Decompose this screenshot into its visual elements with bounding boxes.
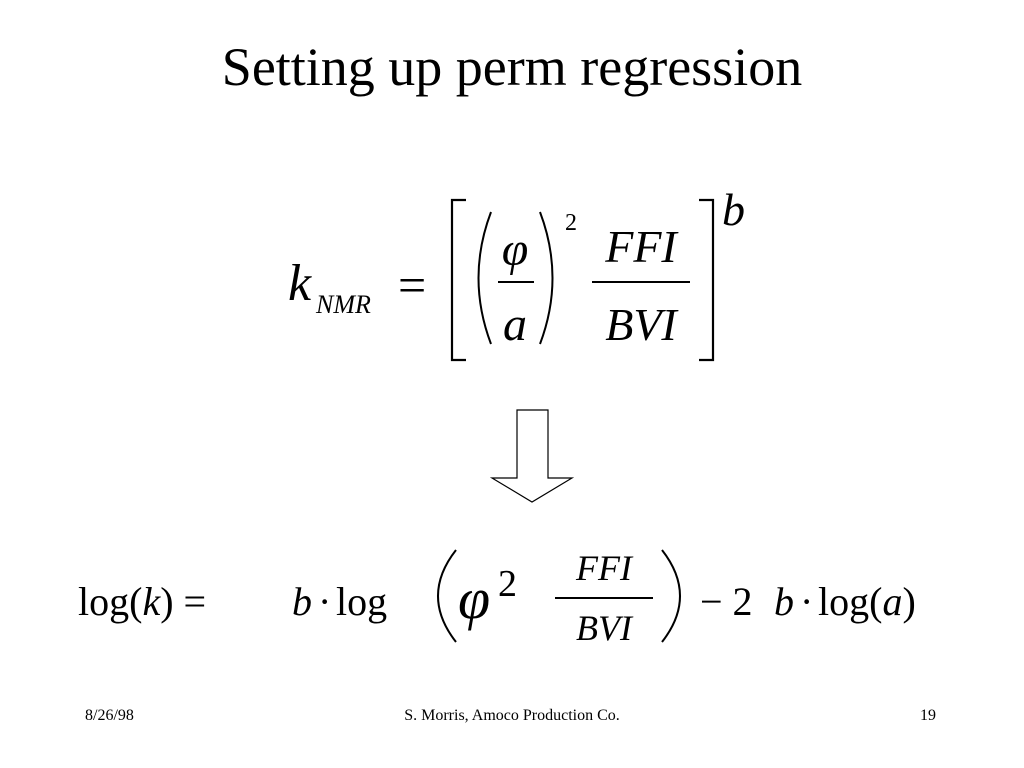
k-variable-2: k <box>142 579 161 624</box>
log-k-term: log(k) = <box>78 579 206 624</box>
dot-operator-2: · <box>800 579 813 624</box>
b-exponent: b <box>722 184 745 235</box>
left-paren-2 <box>437 549 457 643</box>
phi-symbol-2: φ <box>458 566 490 631</box>
square-exponent: 2 <box>565 210 577 236</box>
phi-symbol: φ <box>502 223 529 276</box>
a-variable-2: a <box>882 579 902 624</box>
footer-page-number: 19 <box>920 707 936 724</box>
log-a-term: log(a) <box>818 579 916 624</box>
log-open: log( <box>78 579 142 624</box>
bvi-denominator-2: BVI <box>576 608 634 648</box>
ffi-numerator-2: FFI <box>575 548 634 588</box>
down-arrow <box>489 409 575 503</box>
b-coefficient: b <box>292 579 312 624</box>
bvi-denominator: BVI <box>605 299 679 350</box>
right-square-bracket <box>699 198 715 362</box>
dot-operator-1: · <box>318 579 331 624</box>
log-open-2: log( <box>818 579 882 624</box>
ffi-numerator: FFI <box>604 221 679 272</box>
k-variable: k <box>288 255 312 312</box>
nmr-subscript: NMR <box>315 290 371 319</box>
footer-author: S. Morris, Amoco Production Co. <box>404 707 620 724</box>
log-close-equals: ) = <box>160 579 206 624</box>
a-variable: a <box>503 298 527 351</box>
permeability-equation: k NMR = φ a 2 FFI BVI b <box>288 184 745 362</box>
equals-sign-1: = <box>398 257 426 313</box>
right-paren <box>539 211 554 345</box>
footer-date: 8/26/98 <box>85 707 134 724</box>
phi-square: 2 <box>498 563 517 605</box>
right-paren-2 <box>661 549 681 643</box>
log-regression-equation: log(k) = b · log φ 2 FFI BVI − 2 b · log… <box>78 548 916 648</box>
slide-title: Setting up perm regression <box>221 37 803 97</box>
left-paren <box>477 211 492 345</box>
minus-two: − 2 <box>700 579 753 624</box>
log-close-2: ) <box>902 579 915 624</box>
left-square-bracket <box>450 198 466 362</box>
log-function: log <box>336 579 387 624</box>
b-coefficient-2: b <box>774 579 794 624</box>
